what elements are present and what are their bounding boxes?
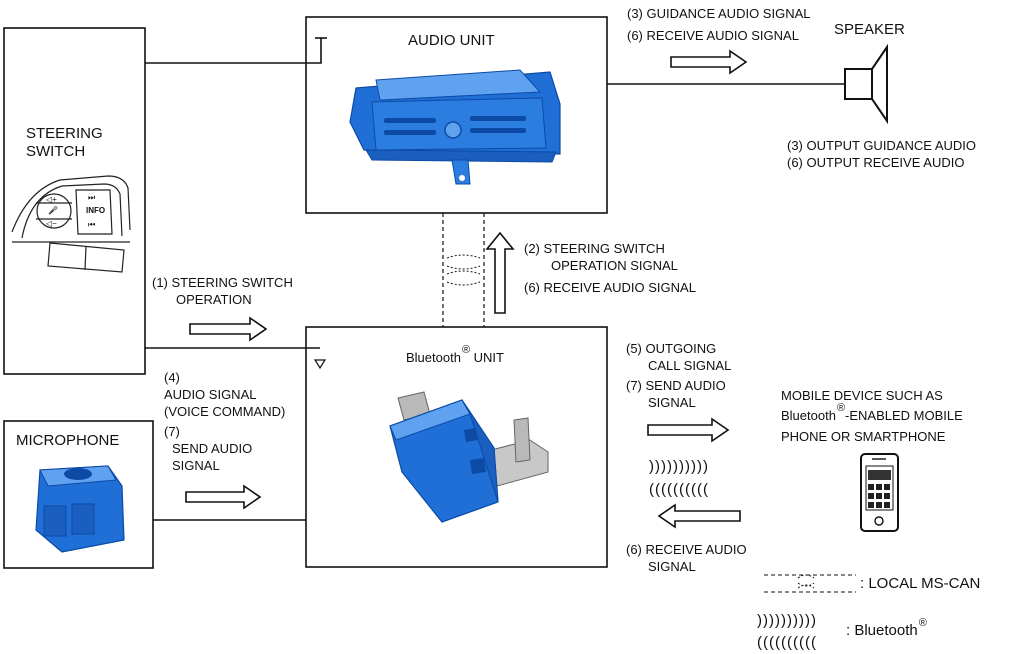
steering-switch-title: STEERING SWITCH [26,125,103,160]
arrow-steering-op-icon [189,316,268,342]
bluetooth-unit-box [305,326,608,568]
arrow-can-up-icon [485,231,515,314]
audio-unit-drawing [349,69,561,185]
wire-steering-to-audio [145,38,322,64]
mobile-phone-icon [860,453,899,532]
steering-switch-box [3,27,146,375]
bluetooth-unit-title: Bluetooth® UNIT [406,344,504,365]
audio-unit-title: AUDIO UNIT [408,32,495,49]
speaker-icon [844,43,888,125]
can-up-label: (2) STEERING SWITCH OPERATION SIGNAL (6)… [524,241,696,295]
legend-bluetooth-wave-right-icon: )))))))))) [757,612,817,629]
speaker-title: SPEAKER [834,21,905,38]
voice-icon: 🎤 [48,206,58,215]
prev-track-icon: ⏮ [88,220,96,229]
info-key-label: INFO [86,206,106,215]
legend-ms-can-icon [764,574,856,593]
mobile-device-label: MOBILE DEVICE SUCH AS Bluetooth®-ENABLED… [781,388,963,444]
legend-bluetooth-label: : Bluetooth® [846,617,927,639]
bluetooth-unit-drawing [389,391,549,523]
speaker-output-label: (3) OUTPUT GUIDANCE AUDIO (6) OUTPUT REC… [787,138,977,170]
terminal-marker-icon [313,359,327,370]
ms-can-bus [442,213,485,327]
arrow-from-mobile-icon [657,503,741,529]
arrow-to-mobile-icon [647,417,730,443]
audio-unit-box [305,16,608,214]
vol-down-icon: ◁− [46,219,57,228]
mic-signal-label: (4) AUDIO SIGNAL (VOICE COMMAND) (7) SEN… [164,370,286,473]
arrow-audio-speaker-icon [670,49,748,75]
bluetooth-wave-right-icon: )))))))))) [649,458,709,475]
vol-up-icon: ◁+ [46,195,57,204]
next-track-icon: ⏭ [88,193,96,202]
steering-switch-drawing [11,175,131,273]
steering-op-label: (1) STEERING SWITCH OPERATION [152,275,293,307]
microphone-box [3,420,154,569]
arrow-mic-signal-icon [185,484,262,510]
to-mobile-label: (5) OUTGOING CALL SIGNAL (7) SEND AUDIO … [626,341,732,410]
from-mobile-label: (6) RECEIVE AUDIO SIGNAL [626,542,747,574]
microphone-drawing [35,465,125,553]
legend-ms-can-label: : LOCAL MS-CAN [860,575,981,592]
audio-speaker-label: (3) GUIDANCE AUDIO SIGNAL (6) RECEIVE AU… [627,6,811,43]
bluetooth-wave-left-icon: (((((((((( [649,481,709,498]
legend-bluetooth-wave-left-icon: (((((((((( [757,634,817,651]
microphone-title: MICROPHONE [16,432,120,449]
